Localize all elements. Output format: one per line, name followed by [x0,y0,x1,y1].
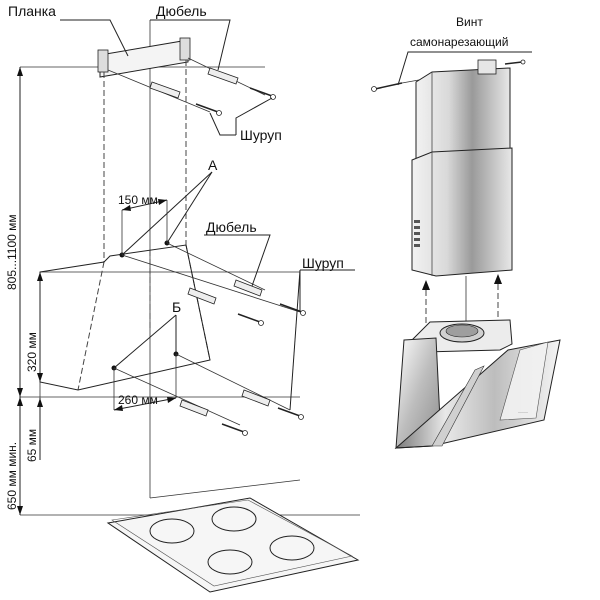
left-diagram: Планка Дюбель Шуруп А Дюбель Шуруп Б 805… [5,3,360,593]
right-labels: Винт самонарезающий [410,15,508,49]
label-point-a: А [208,157,218,173]
burner-icon [207,549,253,575]
dim-260: 260 мм [118,393,158,407]
hood-silhouette-dashed [77,60,211,391]
self-tapping-screw-icon [371,82,403,92]
dowel-icon [207,67,239,85]
label-planka: Планка [8,3,56,19]
label-vint: Винт [456,15,483,29]
upper-chimney-cover [415,59,511,163]
brand-mark: ····· [518,410,528,416]
upper-mounting-plate [39,244,211,391]
dim-320: 320 мм [25,332,39,372]
dowel-icon [233,279,263,297]
dowel-icon [241,389,271,407]
screw-icon [221,423,248,436]
label-samonarezayushchiy: самонарезающий [410,35,508,49]
left-labels: Планка Дюбель Шуруп А Дюбель Шуруп Б 805… [5,3,344,510]
mounting-bracket [97,37,191,78]
burner-icon [211,506,257,532]
label-shurup-mid: Шуруп [302,255,344,271]
label-leaders [60,19,355,411]
label-shurup-top: Шуруп [240,127,282,143]
dowel-icon [179,399,209,417]
screw-icon [504,59,526,65]
dim-650: 650 мм мин. [5,442,19,510]
hood-body: ····· [394,337,561,449]
dowel-icon [149,81,181,99]
screw-icon [195,103,222,116]
label-dyubel-mid: Дюбель [206,219,257,235]
screw-icon [277,407,304,420]
vent-slots [414,220,420,247]
right-diagram: ····· Винт самонарезающий [371,15,561,449]
cooktop [106,497,360,593]
label-dyubel-top: Дюбель [156,3,207,19]
burner-icon [149,518,195,544]
screw-icon [237,313,264,326]
dowel-icon [187,287,217,305]
label-point-b: Б [172,299,181,315]
screw-icon [279,303,306,316]
dowels-and-screws [149,67,306,436]
dim-height-range: 805...1100 мм [5,214,19,290]
lower-chimney-cover [411,147,513,277]
dim-150: 150 мм [118,193,158,207]
dimension-lines [17,67,177,515]
hood-base [411,319,513,353]
dim-65: 65 мм [25,429,39,462]
points-a [119,171,213,258]
burner-icon [269,535,315,561]
